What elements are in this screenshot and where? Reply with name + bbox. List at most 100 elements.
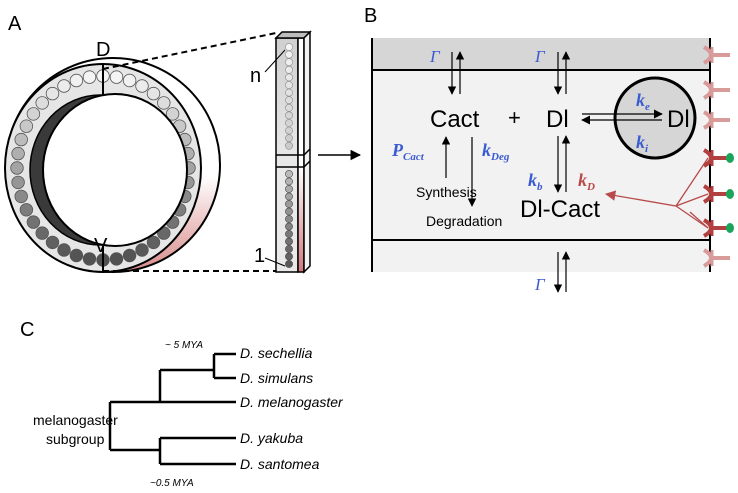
dl-cytoplasm-label: Dl — [546, 106, 569, 133]
embryo-yolk — [42, 93, 188, 247]
divergence-time-lower: ~0.5 MYA — [150, 478, 194, 489]
embryo-nucleus — [122, 248, 137, 263]
embryo-nucleus — [109, 70, 124, 84]
strip-nucleus — [285, 252, 293, 261]
species-label: D. santomea — [240, 456, 320, 472]
toll-receptors — [702, 45, 734, 268]
strip-nucleus — [285, 65, 293, 74]
gamma-mid-bottom: Γ — [534, 275, 546, 294]
strip-nucleus — [285, 230, 293, 238]
plus-sign: + — [508, 105, 521, 130]
receptor — [702, 248, 730, 268]
embryo-nucleus — [26, 215, 41, 229]
embryo-nucleus — [135, 243, 149, 257]
strip-nuclei — [285, 43, 293, 268]
receptor — [702, 148, 734, 168]
strip-nucleus — [285, 88, 293, 97]
strip-nucleus — [285, 222, 293, 231]
embryo-nucleus — [11, 146, 25, 161]
k-e-rate: ke — [636, 90, 650, 113]
embryo-nucleus — [19, 119, 34, 133]
top-neighbor-cell — [372, 38, 710, 70]
strip-nucleus — [285, 96, 293, 105]
embryo-nucleus — [165, 107, 180, 121]
embryo-nucleus — [14, 189, 28, 204]
nucleus-1-pointer — [264, 257, 286, 267]
embryo-nucleus — [157, 96, 171, 110]
strip-nucleus — [285, 50, 293, 59]
species-label: D. melanogaster — [240, 394, 344, 410]
embryo-nucleus — [82, 70, 97, 84]
panel-c: C ~ 5 MYA ~0.5 MYA melanogaster subgroup… — [20, 319, 344, 489]
species-label: D. sechellia — [240, 345, 313, 361]
strip-nucleus — [285, 170, 293, 178]
strip-nucleus — [285, 119, 293, 127]
strip-nucleus — [285, 111, 293, 120]
k-i-rate: ki — [636, 132, 649, 155]
strip-nucleus — [285, 58, 293, 67]
embryo-nucleus — [57, 79, 71, 93]
strip-nucleus — [285, 126, 293, 135]
receptor — [702, 45, 730, 65]
ligand — [726, 223, 734, 233]
strip-nucleus — [285, 81, 293, 89]
embryo-nucleus — [69, 73, 84, 88]
bottom-neighbor-cell — [372, 240, 710, 272]
dorsal-label: D — [96, 39, 110, 61]
strip-nucleus — [285, 192, 293, 201]
embryo-nucleus — [35, 96, 49, 110]
embryo-nucleus — [69, 248, 84, 263]
strip-nucleus — [285, 73, 293, 82]
strip-nucleus — [285, 141, 293, 150]
embryo-nuclei-ring — [10, 69, 196, 267]
species-label: D. yakuba — [240, 430, 303, 446]
strip-nucleus — [285, 185, 293, 193]
embryo-nucleus — [122, 73, 137, 88]
cact-label: Cact — [430, 106, 480, 133]
ligand — [726, 153, 734, 163]
receptor — [702, 80, 730, 100]
strip-nucleus — [285, 237, 293, 246]
dl-nuclear-label: Dl — [667, 106, 690, 133]
embryo-nucleus — [146, 235, 161, 250]
strip-nucleus — [285, 200, 293, 208]
ligand — [726, 189, 734, 199]
strip-nucleus — [285, 215, 293, 223]
group-label-line2: subgroup — [46, 431, 105, 447]
strip-nucleus — [285, 260, 293, 268]
nucleus-1-label: 1 — [254, 245, 265, 267]
strip-nucleus — [285, 207, 293, 216]
gamma-mid-top: Γ — [534, 47, 546, 66]
phylogenetic-tree — [108, 352, 236, 466]
receptor — [702, 184, 734, 204]
panel-c-label: C — [20, 319, 34, 341]
divergence-time-upper: ~ 5 MYA — [165, 340, 203, 351]
embryo-nucleus — [135, 79, 149, 93]
embryo-nucleus — [19, 203, 34, 217]
panel-b-label: B — [364, 5, 377, 27]
embryo-nucleus — [11, 175, 25, 190]
embryo-nucleus — [35, 226, 49, 240]
k-b-rate: kb — [528, 170, 543, 193]
p-cact-rate: PCact — [391, 140, 425, 163]
embryo-nucleus — [82, 252, 97, 266]
k-deg-rate: kDeg — [482, 140, 510, 163]
dl-cact-label: Dl-Cact — [520, 196, 600, 223]
embryo-nucleus — [45, 86, 60, 101]
embryo-nucleus — [146, 86, 161, 101]
panel-b: B Γ Γ Γ Cact + Dl Dl Dl-Cact — [364, 5, 734, 294]
k-d-rate: kD — [578, 170, 595, 193]
receptor — [702, 110, 730, 130]
synthesis-label: Synthesis — [416, 184, 477, 200]
panel-a-label: A — [8, 13, 22, 35]
nucleus-n-label: n — [250, 65, 261, 87]
embryo-nucleus — [109, 252, 124, 266]
degradation-label: Degradation — [426, 213, 502, 229]
receptor — [702, 218, 734, 238]
strip-nucleus — [285, 43, 293, 51]
strip-nucleus — [285, 177, 293, 186]
strip-nucleus — [285, 103, 293, 112]
strip-nucleus — [285, 245, 293, 253]
embryo-nucleus — [26, 107, 41, 121]
